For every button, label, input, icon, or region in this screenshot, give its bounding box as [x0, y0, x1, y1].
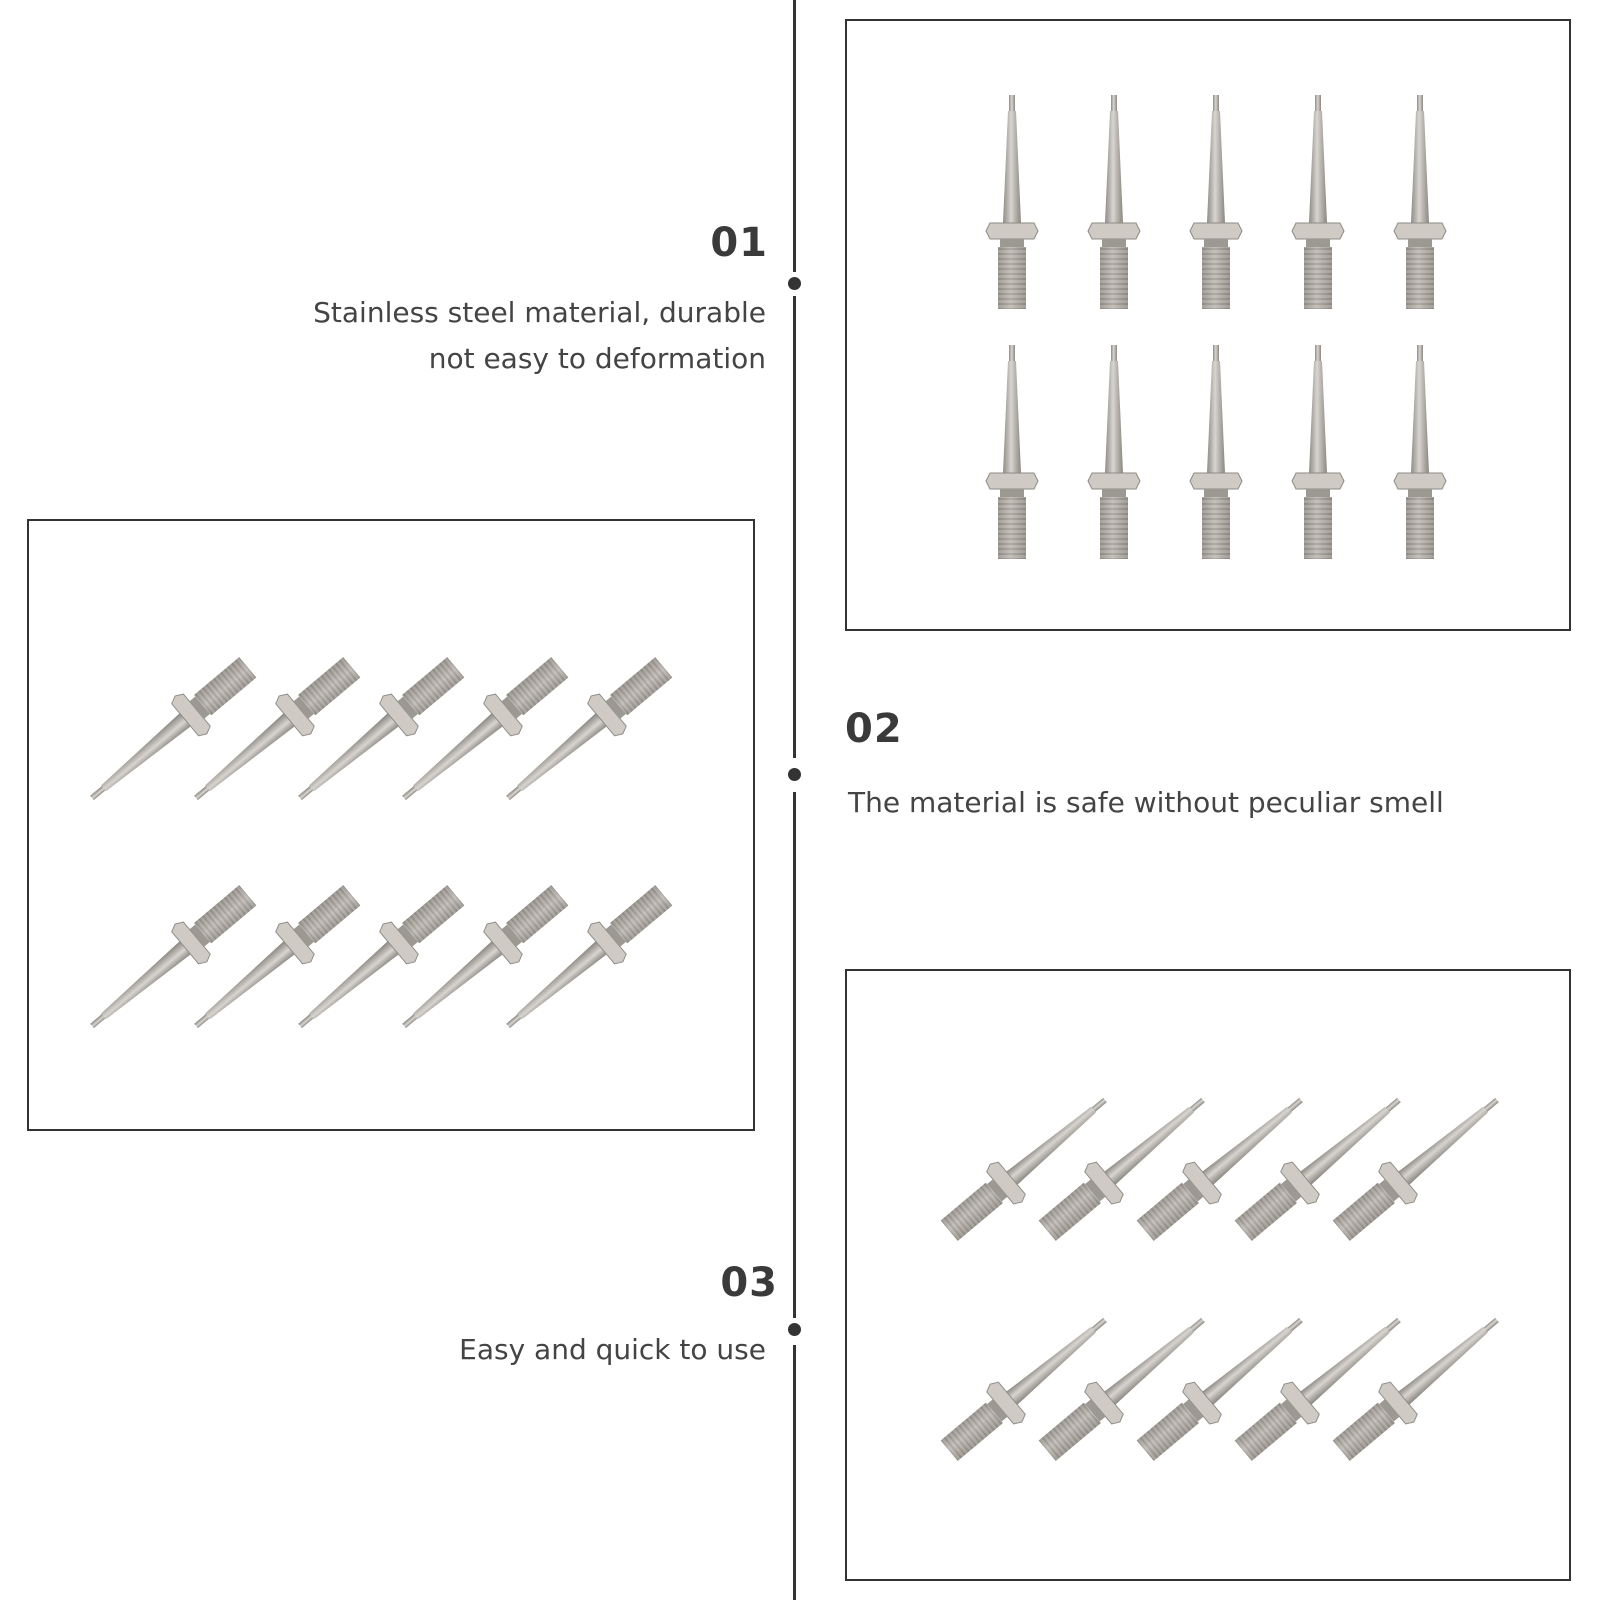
timeline-dot-3 — [788, 1323, 801, 1336]
timeline-line-seg-2 — [793, 296, 796, 758]
feature-number-2: 02 — [845, 706, 903, 752]
feature-desc-1-line-1: Stainless steel material, durable — [313, 296, 766, 329]
pins-diagonal-down-group — [75, 647, 681, 1046]
timeline-dot-2 — [788, 768, 801, 781]
timeline-line-seg-3 — [793, 792, 796, 1318]
image-frame-pins-diagonal-down — [27, 519, 755, 1131]
pins-upright-group — [985, 94, 1447, 560]
timeline-line-bottom — [793, 1345, 796, 1600]
timeline-dot-1 — [788, 277, 801, 290]
image-frame-pins-diagonal-up — [845, 969, 1571, 1581]
feature-desc-3: Easy and quick to use — [459, 1333, 766, 1366]
feature-desc-2: The material is safe without peculiar sm… — [848, 786, 1444, 819]
pins-diagonal-up-group — [932, 1080, 1514, 1471]
feature-number-3: 03 — [720, 1260, 778, 1306]
feature-desc-1: Stainless steel material, durable not ea… — [313, 290, 766, 382]
feature-number-1: 01 — [710, 220, 768, 266]
feature-desc-1-line-2: not easy to deformation — [428, 342, 766, 375]
timeline-line-top — [793, 0, 796, 272]
